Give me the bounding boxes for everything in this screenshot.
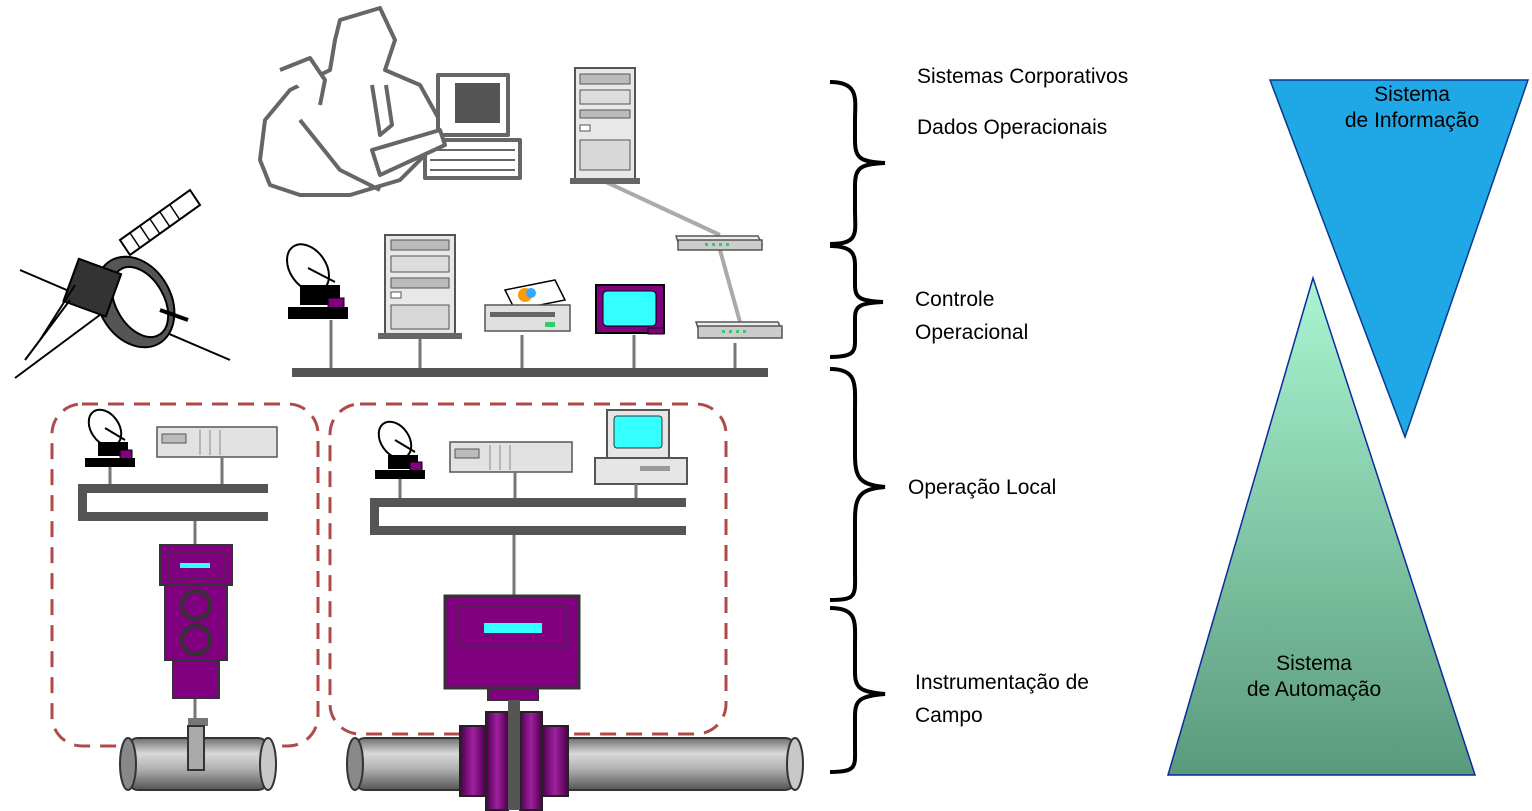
label-operacao-local: Operação Local bbox=[908, 476, 1057, 499]
automation-system-triangle bbox=[1166, 275, 1477, 776]
automation-system-label: Sistema de Automação bbox=[1224, 651, 1404, 703]
network-hub-icon bbox=[674, 235, 764, 251]
office-workers-icon bbox=[258, 6, 522, 197]
pipe-icon bbox=[346, 700, 804, 811]
information-system-label: Sistema de Informação bbox=[1322, 82, 1502, 134]
brace-field bbox=[829, 606, 886, 774]
control-bus bbox=[292, 368, 768, 377]
control-bus-drops bbox=[329, 320, 737, 368]
satellite-dish-icon bbox=[286, 243, 348, 319]
brace-corporate bbox=[829, 80, 886, 246]
label-instrumentacao-de: Instrumentação de bbox=[915, 671, 1089, 694]
automation-system-line1: Sistema bbox=[1276, 652, 1352, 675]
information-system-line1: Sistema bbox=[1374, 83, 1450, 106]
satellite-icon bbox=[14, 188, 231, 379]
label-operacional: Operacional bbox=[915, 321, 1029, 344]
monitor-icon bbox=[595, 284, 665, 335]
automation-system-line2: de Automação bbox=[1246, 678, 1382, 701]
server-tower-icon bbox=[378, 234, 462, 339]
network-hub-icon bbox=[694, 321, 784, 339]
desktop-computer-icon bbox=[594, 409, 688, 485]
brace-control bbox=[829, 244, 884, 359]
information-system-triangle bbox=[1268, 79, 1530, 440]
satellite-dish-icon bbox=[375, 420, 425, 479]
server-uplink bbox=[605, 180, 742, 323]
label-controle: Controle bbox=[915, 288, 995, 311]
flow-meter-icon bbox=[443, 594, 581, 701]
local-bus-right bbox=[370, 498, 686, 535]
printer-icon bbox=[484, 279, 571, 332]
label-dados-operacionais: Dados Operacionais bbox=[917, 116, 1108, 139]
pipe-icon bbox=[119, 725, 277, 791]
field-transmitter-icon bbox=[159, 544, 233, 726]
information-system-line2: de Informação bbox=[1344, 109, 1480, 132]
satellite-dish-icon bbox=[85, 408, 135, 467]
plc-rack-icon bbox=[449, 441, 573, 473]
label-campo: Campo bbox=[915, 704, 983, 727]
label-sistemas-corporativos: Sistemas Corporativos bbox=[917, 65, 1129, 88]
local-bus-right-drops bbox=[398, 472, 638, 596]
server-tower-icon bbox=[570, 67, 640, 184]
brace-local bbox=[829, 367, 886, 602]
local-bus-left bbox=[78, 484, 268, 521]
plc-rack-icon bbox=[156, 426, 278, 458]
